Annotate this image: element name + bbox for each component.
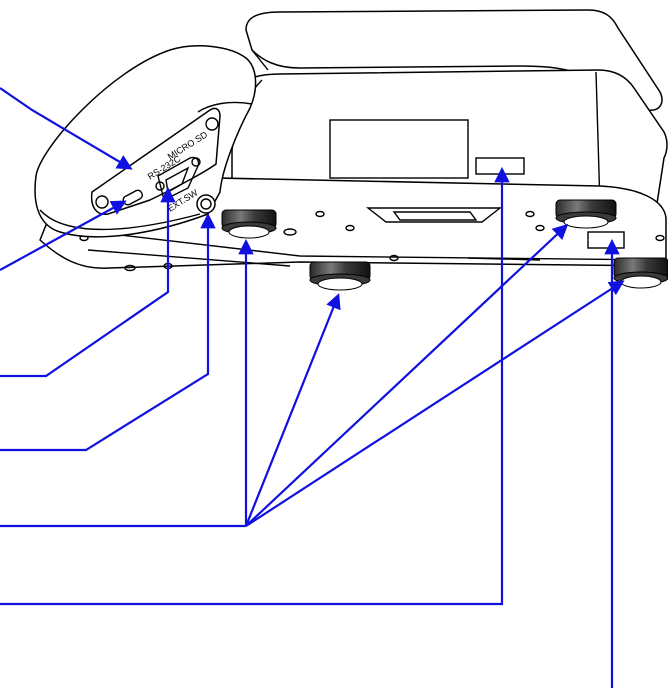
foot-knob-front-right [309, 261, 371, 291]
leader-rating-plate [0, 166, 510, 606]
leader-rs232c [0, 186, 176, 378]
main-label-area [329, 119, 469, 179]
leader-ext-sw [0, 212, 216, 452]
rs232c-connector [157, 156, 200, 202]
foot-knob-rear-right [613, 257, 668, 289]
leader-sd-slot [0, 200, 127, 271]
leader-micro-sd [0, 87, 133, 170]
panel-screw-left [95, 195, 109, 209]
panel-screw-right [205, 117, 219, 131]
leader-feet [0, 223, 625, 528]
ext-sw-jack [196, 194, 216, 214]
foot-knob-rear-left [555, 199, 617, 229]
foot-knob-front-left [221, 209, 277, 239]
leader-lines [0, 87, 625, 688]
weighing-pan [245, 9, 663, 113]
display-housing [34, 45, 257, 238]
